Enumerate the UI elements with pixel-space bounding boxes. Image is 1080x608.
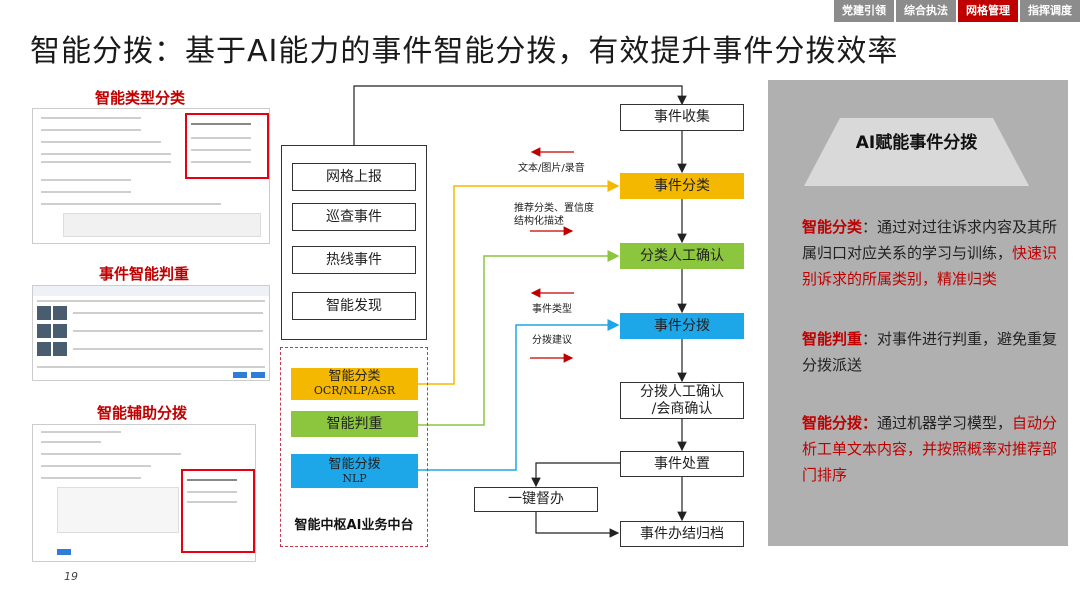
ai-module-classify[interactable]: 智能分类 OCR/NLP/ASR [291,368,418,400]
flow-dispatch-confirm-line2: /会商确认 [651,400,713,417]
judge-screenshot [32,285,270,381]
panel-p3-red: 自动分析工单文本内容，并按照概率对推荐部门排序 [802,414,1058,484]
panel-para-dedupe: 智能判重：对事件进行判重，避免重复分拨派送 [802,326,1060,378]
panel-para-dispatch: 智能分拨：通过机器学习模型，自动分析工单文本内容，并按照概率对推荐部门排序 [802,410,1060,488]
source-smart-discovery[interactable]: 智能发现 [292,292,416,320]
tab-grid-management[interactable]: 网格管理 [958,0,1018,22]
assist-screenshot [32,424,256,562]
panel-title-banner [804,118,1029,186]
page-number: 19 [64,570,78,583]
ai-module-dispatch-sub: NLP [342,471,367,485]
ai-module-dispatch[interactable]: 智能分拨 NLP [291,454,418,488]
source-grid-report[interactable]: 网格上报 [292,163,416,191]
flow-dispatch-confirm[interactable]: 分拨人工确认 /会商确认 [620,382,744,419]
top-nav: 党建引领 综合执法 网格管理 指挥调度 [832,0,1080,22]
ai-module-classify-name: 智能分类 [328,369,381,384]
note-event-type: 事件类型 [532,304,572,315]
note-recommend-2: 结构化描述 [514,216,564,227]
judge-shot-title: 事件智能判重 [99,265,190,283]
tab-party[interactable]: 党建引领 [834,0,894,22]
assist-shot-title: 智能辅助分拨 [97,404,188,422]
flow-handle[interactable]: 事件处置 [620,451,744,477]
source-patrol-event[interactable]: 巡查事件 [292,203,416,231]
panel-p2-body: ：对事件进行判重，避免重复分拨派送 [802,330,1058,374]
panel-title: AI赋能事件分拨 [855,133,978,153]
flow-classify[interactable]: 事件分类 [620,173,744,199]
note-text-media: 文本/图片/录音 [518,163,585,174]
note-recommend-1: 推荐分类、置信度 [514,203,594,214]
panel-p3-body: 通过机器学习模型， [877,414,1013,432]
source-hotline-event[interactable]: 热线事件 [292,246,416,274]
flow-collect[interactable]: 事件收集 [620,104,744,131]
ai-module-dispatch-name: 智能分拨 [328,456,381,472]
ai-platform-label: 智能中枢AI业务中台 [294,518,414,533]
flow-classify-confirm[interactable]: 分类人工确认 [620,243,744,269]
panel-p1-body: ：通过对过往诉求内容及其所属归口对应关系的学习与训练， [802,218,1058,262]
panel-para-classify: 智能分类：通过对过往诉求内容及其所属归口对应关系的学习与训练，快速识别诉求的所属… [802,214,1060,292]
panel-p3-head: 智能分拨： [802,414,878,432]
flow-dispatch[interactable]: 事件分拨 [620,313,744,339]
flow-archive[interactable]: 事件办结归档 [620,521,744,547]
ai-platform-panel [280,347,428,547]
tab-command[interactable]: 指挥调度 [1020,0,1080,22]
flow-supervise[interactable]: 一键督办 [474,487,598,512]
ai-empower-panel: AI赋能事件分拨 智能分类：通过对过往诉求内容及其所属归口对应关系的学习与训练，… [768,80,1068,546]
classify-screenshot [32,108,270,244]
panel-p1-red: 快速识别诉求的所属类别，精准归类 [802,244,1058,288]
note-dispatch-advice: 分拨建议 [532,335,572,346]
page-title: 智能分拨：基于AI能力的事件智能分拨，有效提升事件分拨效率 [30,34,899,69]
ai-module-classify-sub: OCR/NLP/ASR [313,384,396,397]
tab-enforcement[interactable]: 综合执法 [896,0,956,22]
panel-p2-head: 智能判重 [802,330,863,348]
classify-shot-title: 智能类型分类 [95,89,186,107]
panel-p1-head: 智能分类 [802,218,863,236]
source-panel [281,145,427,340]
flow-dispatch-confirm-line1: 分拨人工确认 [640,383,724,400]
ai-module-dedupe[interactable]: 智能判重 [291,411,418,437]
